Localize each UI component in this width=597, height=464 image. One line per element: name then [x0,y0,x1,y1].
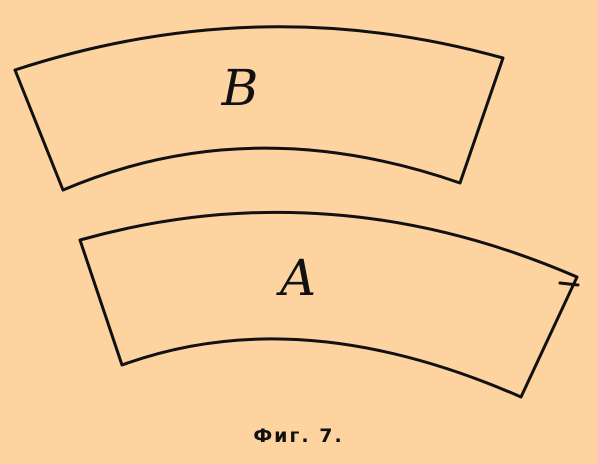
figure-caption: Фиг. 7. [253,425,344,447]
arc-segment-b: B [13,25,505,192]
arc-segment-b-outline [13,25,505,192]
arc-segment-b-label: B [221,59,259,117]
arc-segment-a: A [78,210,580,399]
arc-segment-a-outline [78,210,579,399]
arc-segment-a-label: A [276,249,316,307]
arc-segment-a-edge-tick [558,281,580,287]
